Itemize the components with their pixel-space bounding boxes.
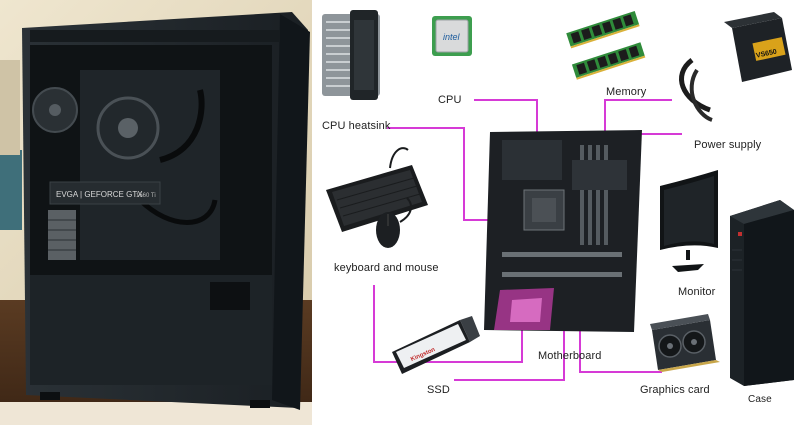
power-supply-image: VS650 <box>679 12 792 122</box>
motherboard-in-photo <box>80 70 220 260</box>
cpu-brand-text: intel <box>443 32 461 42</box>
label-case: Case <box>748 394 772 405</box>
mouse-image <box>376 197 413 248</box>
graphics-card-image <box>650 314 720 372</box>
pc-components-diagram: intel VS6 <box>312 0 800 425</box>
connector-ssd <box>454 328 565 381</box>
label-graphics-card: Graphics card <box>640 384 710 396</box>
cpu-chip-image: intel <box>432 16 472 56</box>
label-power-supply: Power supply <box>694 139 762 151</box>
cpu-heatsink-image <box>322 10 380 100</box>
label-monitor: Monitor <box>678 286 716 298</box>
psu-model-text: VS650 <box>756 48 778 59</box>
case-image <box>730 200 794 386</box>
pc-case-photo: EVGA | GEFORCE GTX 1660 Ti <box>0 0 312 425</box>
keyboard-image <box>326 147 428 232</box>
label-motherboard: Motherboard <box>538 350 602 362</box>
ssd-image: Kingston <box>392 316 480 374</box>
label-cpu-heatsink: CPU heatsink <box>322 120 391 132</box>
expansion-slots <box>48 210 76 260</box>
memory-image <box>566 10 646 80</box>
connector-keyboard-mouse <box>373 285 523 363</box>
motherboard-image <box>484 130 642 332</box>
blue-object <box>0 150 22 230</box>
label-keyboard-mouse: keyboard and mouse <box>334 262 439 274</box>
gpu-brand-text: EVGA | GEFORCE GTX <box>56 190 143 199</box>
label-ssd: SSD <box>427 384 450 396</box>
gpu-badge-text: 1660 Ti <box>136 193 156 199</box>
label-cpu: CPU <box>438 94 462 106</box>
label-memory: Memory <box>606 86 647 98</box>
gpu-in-photo <box>49 181 161 205</box>
monitor-image <box>660 170 718 272</box>
